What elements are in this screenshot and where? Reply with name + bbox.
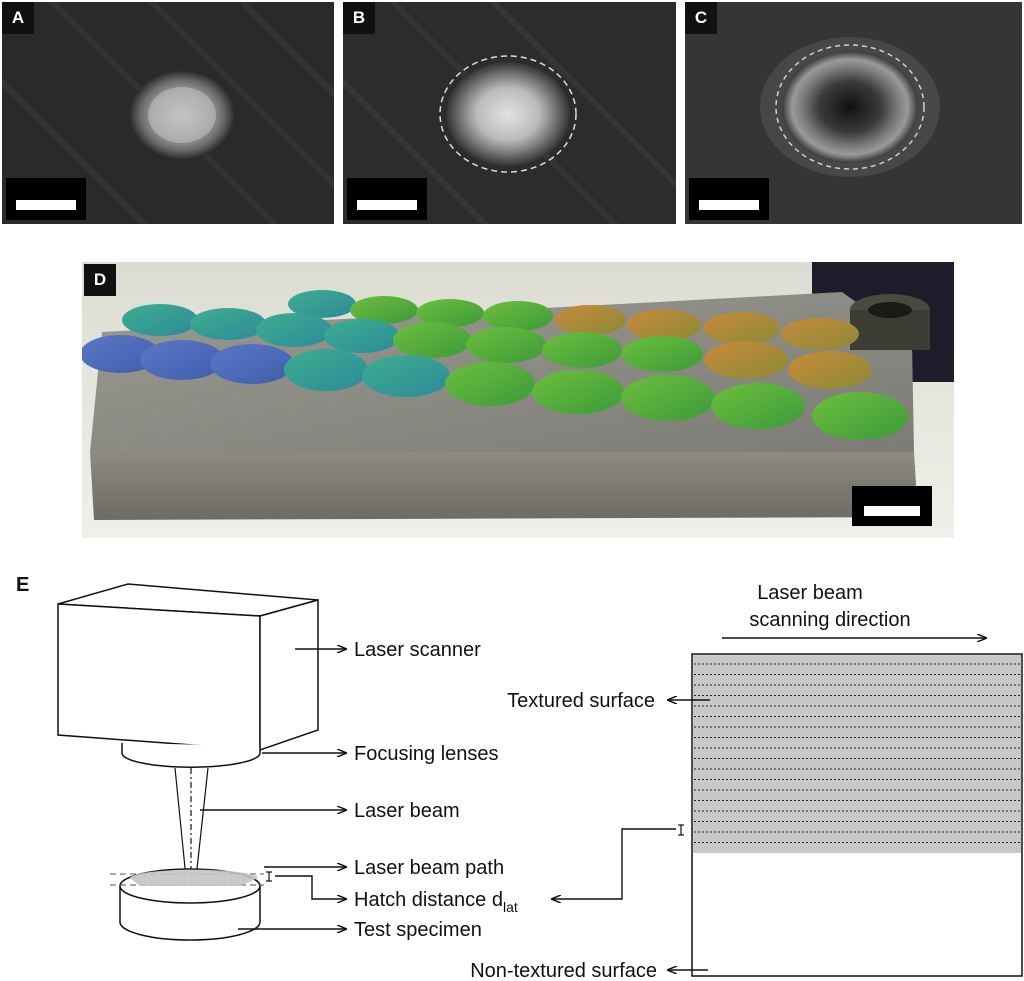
- scale-bar-box-b: [347, 178, 427, 220]
- textured-region: [693, 655, 1021, 853]
- micrograph-c: C: [685, 2, 1022, 224]
- laser-texturing-diagram: E Laser scanner Focusing lenses L: [16, 574, 1023, 981]
- label-laser-beam: Laser beam: [354, 800, 460, 822]
- specimen-photo-d: D: [82, 262, 954, 538]
- label-test-specimen: Test specimen: [354, 919, 482, 941]
- panel-label-b: B: [343, 2, 375, 34]
- arrow-hatch-distance: [275, 875, 346, 899]
- scale-bar-box-d: [852, 486, 932, 526]
- label-laser-beam-path: Laser beam path: [354, 857, 504, 879]
- label-scan-direction-line1: Laser beam: [757, 582, 863, 604]
- arrow-hatch-distance-right: [552, 828, 676, 899]
- label-focusing-lenses: Focusing lenses: [354, 743, 499, 765]
- label-hatch-distance: Hatch distance dlat: [354, 889, 518, 915]
- laser-scanner-box: [57, 583, 319, 752]
- panel-label-a: A: [2, 2, 34, 34]
- specimen-photo-image: [82, 262, 954, 538]
- panel-label-d: D: [84, 264, 116, 296]
- micrograph-b: B: [343, 2, 676, 224]
- label-hatch-distance-subscript: lat: [503, 899, 518, 915]
- panel-label-e: E: [16, 574, 29, 596]
- label-hatch-distance-main: Hatch distance d: [354, 889, 503, 911]
- label-textured-surface: Textured surface: [507, 690, 655, 712]
- scale-bar-box-c: [689, 178, 769, 220]
- hatch-distance-marker-right: [678, 824, 684, 836]
- scale-bar-b: [357, 200, 417, 210]
- micrograph-a: A: [2, 2, 334, 224]
- scale-bar-c: [699, 200, 759, 210]
- laser-beam: [174, 767, 209, 880]
- scale-bar-a: [16, 200, 76, 210]
- hatch-distance-marker-left: [266, 871, 272, 882]
- scale-bar-box-a: [6, 178, 86, 220]
- label-laser-scanner: Laser scanner: [354, 639, 481, 661]
- test-specimen: [108, 866, 264, 941]
- focusing-lens: [121, 743, 261, 768]
- label-non-textured-surface: Non-textured surface: [470, 960, 657, 981]
- label-scan-direction-line2: scanning direction: [749, 609, 910, 631]
- scale-bar-d: [864, 506, 920, 516]
- panel-label-c: C: [685, 2, 717, 34]
